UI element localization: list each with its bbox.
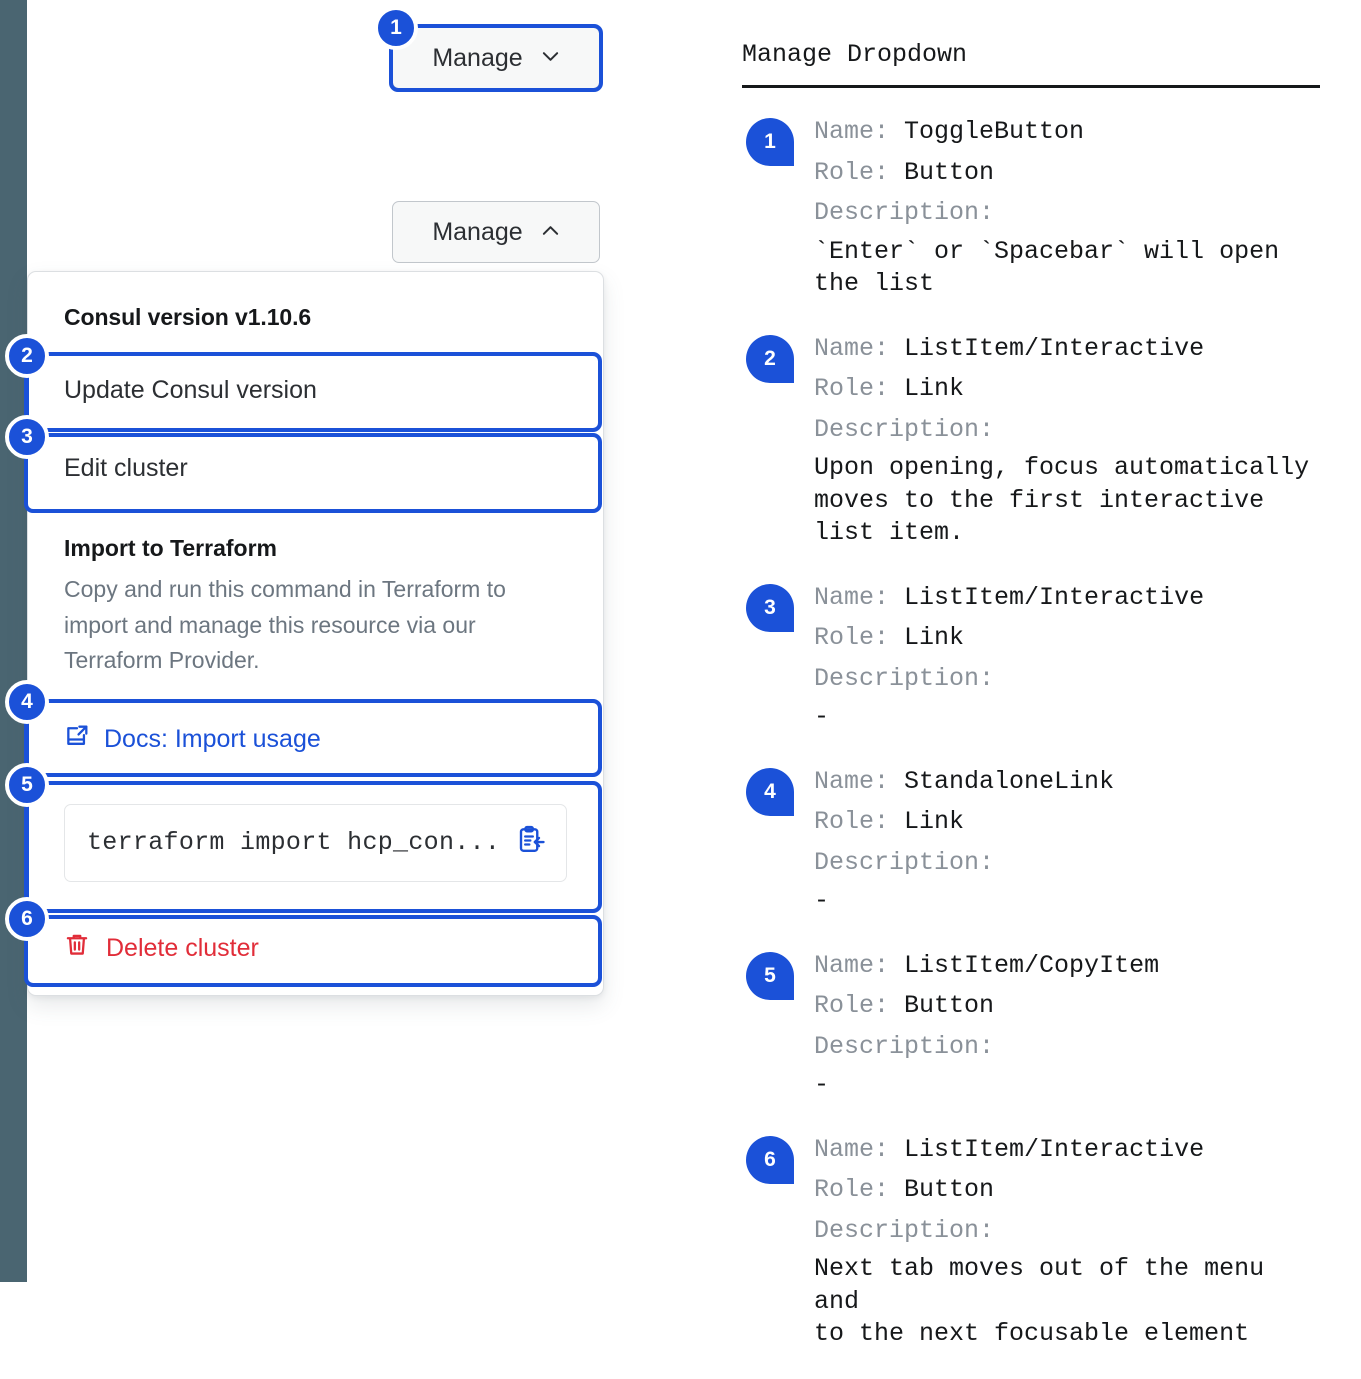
legend-title: Manage Dropdown xyxy=(742,40,968,69)
legend-description-label: Description: xyxy=(814,1031,995,1061)
callout-badge-2: 2 xyxy=(5,334,49,378)
legend-role-label: Role: xyxy=(814,1175,890,1204)
legend-name-value: StandaloneLink xyxy=(904,766,1115,796)
terraform-command-field[interactable]: terraform import hcp_con... xyxy=(64,803,567,882)
legend-role-value: Button xyxy=(904,157,995,187)
legend-name-row: Name: ListItem/Interactive xyxy=(814,329,1320,370)
legend-name-value: ListItem/Interactive xyxy=(904,582,1205,612)
callout-connector-5-6 xyxy=(24,805,29,900)
menu-item-update-consul-version[interactable]: Update Consul version xyxy=(64,376,317,404)
legend-role-value: Button xyxy=(904,1175,995,1204)
chevron-up-icon xyxy=(541,221,560,240)
manage-toggle-collapsed-button[interactable]: Manage xyxy=(392,27,600,89)
legend-description-label: Description: xyxy=(814,663,995,693)
legend-role-row: Role: Button xyxy=(814,1170,1320,1211)
legend-description-label: Description: xyxy=(814,1215,995,1245)
legend-badge-1: 1 xyxy=(746,118,794,166)
legend-description-value: - xyxy=(814,1070,830,1099)
legend-name-label: Name: xyxy=(814,950,890,980)
legend-role-row: Role: Link xyxy=(814,618,1320,659)
terraform-command-value: terraform import hcp_con... xyxy=(87,828,501,858)
legend-role-label: Role: xyxy=(814,991,890,1020)
left-nav-rail xyxy=(0,0,27,1282)
docs-external-link-icon xyxy=(64,723,90,756)
legend-description-label: Description: xyxy=(814,847,995,877)
callout-badge-3: 3 xyxy=(5,415,49,459)
legend-description-value: - xyxy=(814,886,830,915)
manage-dropdown-menu: Consul version v1.10.6 Update Consul ver… xyxy=(27,271,604,996)
import-to-terraform-title: Import to Terraform xyxy=(64,535,277,561)
legend-badge-3: 3 xyxy=(746,583,794,632)
legend-name-label: Name: xyxy=(814,766,890,796)
legend-entry: 3 Name: ListItem/Interactive Role: Link … xyxy=(742,578,1320,734)
legend-description-label: Description: xyxy=(814,198,995,227)
legend-role-row: Role: Button xyxy=(814,986,1320,1027)
legend-description-label: Description: xyxy=(814,414,995,444)
legend-name-label: Name: xyxy=(814,1134,890,1164)
legend-role-value: Link xyxy=(904,623,965,652)
legend-entry: 4 Name: StandaloneLink Role: Link Descri… xyxy=(742,762,1320,918)
legend-name-row: Name: ListItem/Interactive xyxy=(814,578,1320,619)
legend-name-row: Name: StandaloneLink xyxy=(814,762,1320,803)
legend-role-label: Role: xyxy=(814,807,890,836)
legend-role-value: Button xyxy=(904,991,995,1020)
legend-description-value: Upon opening, focus automatically moves … xyxy=(814,453,1310,547)
manage-toggle-expanded-button[interactable]: Manage xyxy=(392,201,600,263)
legend-name-label: Name: xyxy=(814,333,890,363)
legend-name-value: ListItem/Interactive xyxy=(904,333,1205,363)
legend-badge-5: 5 xyxy=(746,951,794,1000)
legend-badge-6: 6 xyxy=(746,1135,794,1184)
consul-version-header: Consul version v1.10.6 xyxy=(64,304,312,330)
legend-description-value: `Enter` or `Spacebar` will open the list xyxy=(814,236,1280,299)
docs-import-usage-label: Docs: Import usage xyxy=(104,724,321,753)
trash-icon xyxy=(64,932,90,965)
legend-name-label: Name: xyxy=(814,582,890,612)
legend-entry: 1 Name: ToggleButton Role: Button Descri… xyxy=(742,112,1320,301)
manage-toggle-expanded-label: Manage xyxy=(432,217,523,246)
import-to-terraform-description: Copy and run this command in Terraform t… xyxy=(64,576,506,674)
legend-name-label: Name: xyxy=(814,117,890,146)
legend-entry: 5 Name: ListItem/CopyItem Role: Button D… xyxy=(742,946,1320,1102)
menu-item-edit-cluster[interactable]: Edit cluster xyxy=(64,454,188,482)
terraform-command-row: terraform import hcp_con... xyxy=(28,778,603,908)
legend-badge-4: 4 xyxy=(746,767,794,816)
legend-role-label: Role: xyxy=(814,623,890,652)
legend-description-value: Next tab moves out of the menu and to th… xyxy=(814,1254,1265,1348)
legend-role-value: Link xyxy=(904,374,965,403)
legend-description-value: - xyxy=(814,702,830,731)
callout-badge-6: 6 xyxy=(5,897,49,941)
legend-name-value: ToggleButton xyxy=(904,117,1085,146)
legend-entry: 6 Name: ListItem/Interactive Role: Butto… xyxy=(742,1130,1320,1351)
left-preview-pane: Manage Manage Consul version v1.10.6 Upd… xyxy=(0,0,700,1282)
legend-role-row: Role: Button xyxy=(814,153,1320,194)
legend-role-row: Role: Link xyxy=(814,802,1320,843)
callout-connector-2-3 xyxy=(24,375,29,417)
callout-badge-5: 5 xyxy=(5,763,49,807)
callout-badge-1: 1 xyxy=(374,6,418,50)
legend-name-row: Name: ListItem/CopyItem xyxy=(814,946,1320,987)
legend-entry: 2 Name: ListItem/Interactive Role: Link … xyxy=(742,329,1320,550)
legend-badge-2: 2 xyxy=(746,334,794,383)
callout-connector-4-5 xyxy=(24,720,29,766)
legend-role-row: Role: Link xyxy=(814,369,1320,410)
menu-item-docs-import-usage[interactable]: Docs: Import usage xyxy=(28,701,603,778)
manage-toggle-collapsed-label: Manage xyxy=(432,43,523,72)
annotation-legend-pane: Manage Dropdown 1 Name: ToggleButton Rol… xyxy=(742,40,1320,1379)
legend-name-row: Name: ToggleButton xyxy=(814,112,1320,153)
legend-role-value: Link xyxy=(904,807,965,836)
legend-name-value: ListItem/Interactive xyxy=(904,1134,1205,1164)
legend-role-label: Role: xyxy=(814,374,890,403)
legend-name-row: Name: ListItem/Interactive xyxy=(814,1130,1320,1171)
legend-divider xyxy=(742,85,1320,88)
clipboard-copy-icon[interactable] xyxy=(516,825,546,860)
delete-cluster-label: Delete cluster xyxy=(106,933,259,962)
chevron-down-icon xyxy=(541,47,560,66)
legend-role-label: Role: xyxy=(814,157,890,187)
callout-badge-4: 4 xyxy=(5,680,49,724)
legend-name-value: ListItem/CopyItem xyxy=(904,950,1160,980)
menu-item-delete-cluster[interactable]: Delete cluster xyxy=(28,908,603,995)
